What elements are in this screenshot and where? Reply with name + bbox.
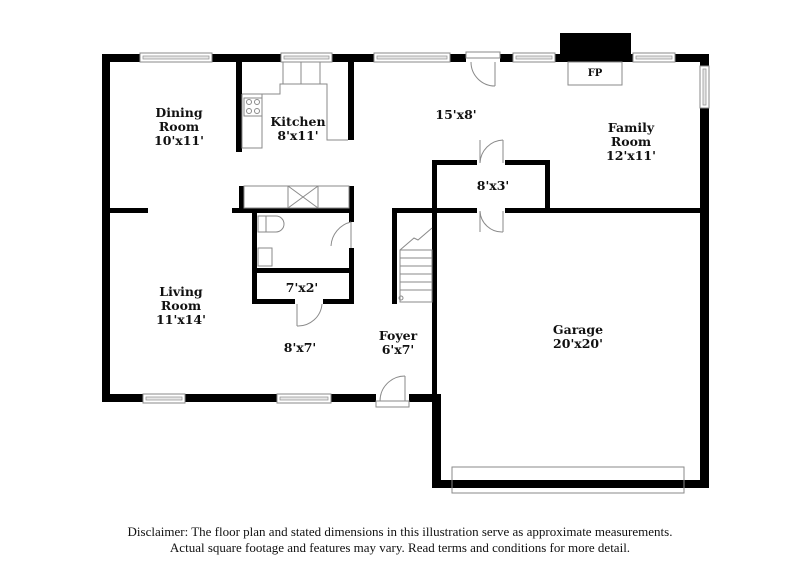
room-label-family: Family Room 12'x11' [606,120,656,163]
room-label-garage: Garage 20'x20' [552,322,604,351]
room-label-laundry: 8'x3' [476,178,510,193]
room-label-closet: 7'x2' [285,280,319,295]
back-door [465,51,501,87]
stairs [398,227,433,303]
room-label-hall: 8'x7' [283,340,317,355]
room-label-living: Living Room 11'x14' [156,284,206,327]
powder-door [330,221,352,248]
fireplace [560,33,631,86]
interior-walls [102,160,705,402]
fireplace-label: FP [587,68,603,79]
front-door [375,375,410,408]
kitchen-walls [236,62,354,152]
room-label-kitchen: Kitchen 8'x11' [270,114,326,143]
windows [139,52,710,404]
cabinet [243,185,350,209]
room-label-foyer: Foyer 6'x7' [378,328,418,357]
laundry-doors [479,139,504,233]
kitchen-counters [241,61,348,149]
disclaimer-line-1: Disclaimer: The floor plan and stated di… [127,524,673,539]
closet-door [296,303,323,327]
disclaimer-line-2: Actual square footage and features may v… [169,540,631,555]
room-label-breakfast: 15'x8' [435,107,477,122]
room-label-dining: Dining Room 10'x11' [154,105,204,148]
disclaimer: Disclaimer: The floor plan and stated di… [0,524,800,556]
garage-door [451,466,685,494]
bathroom-fixtures [257,215,285,267]
